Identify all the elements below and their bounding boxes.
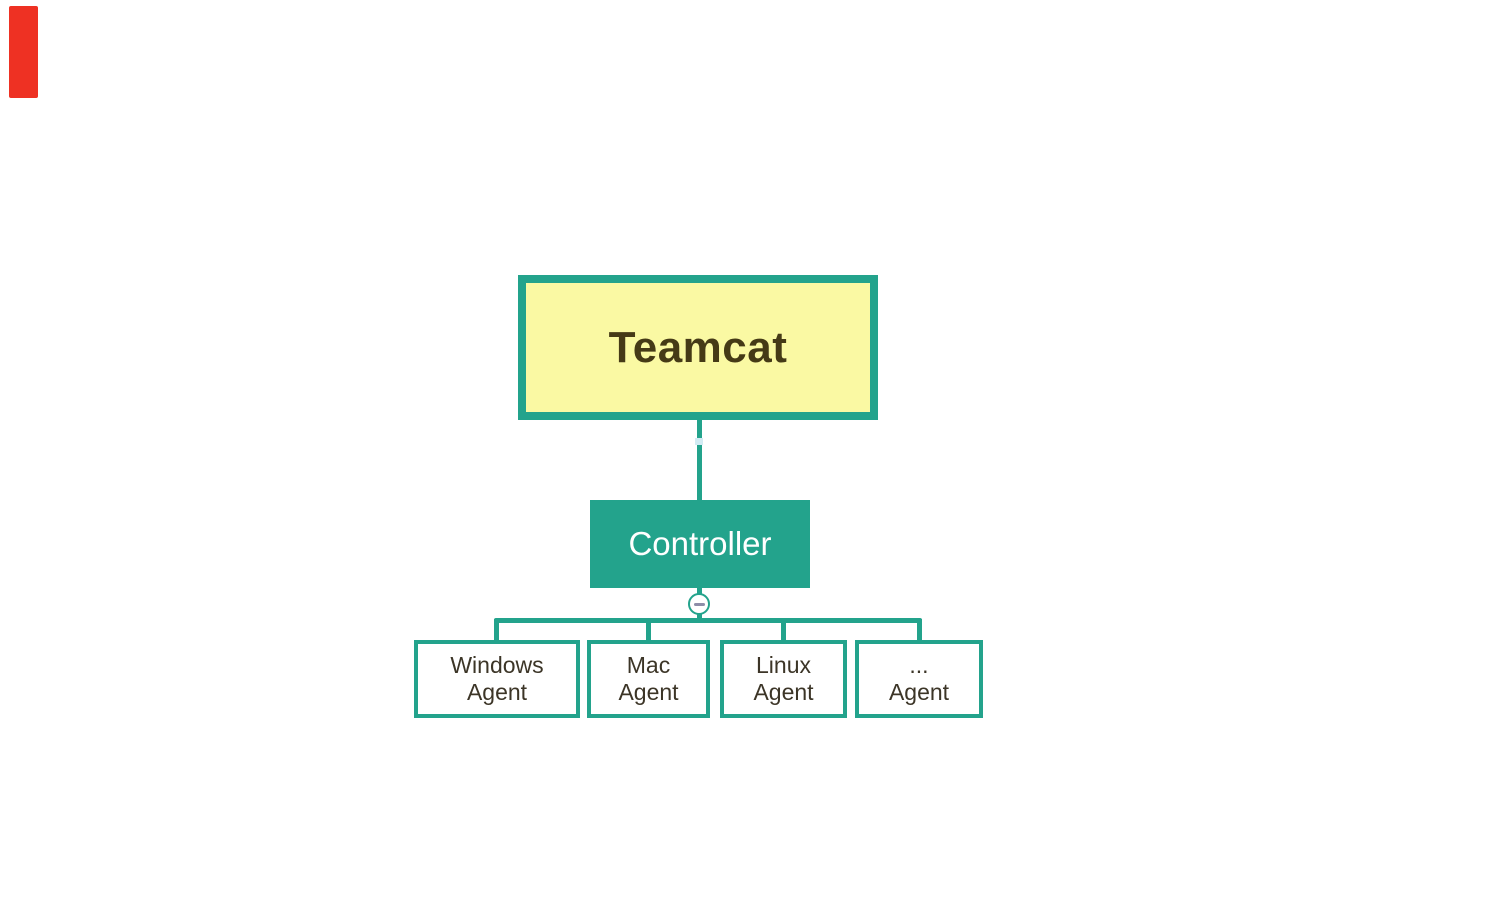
node-windows-agent-label-line1: Windows [450, 652, 544, 678]
edge-drop-other-agent [917, 619, 922, 641]
node-other-agent-label-line1: ... [909, 652, 929, 678]
edge-drop-mac-agent [646, 619, 651, 641]
node-other-agent-label-line2: Agent [888, 679, 950, 705]
collapse-button[interactable] [688, 593, 710, 615]
node-linux-agent[interactable]: Linux Agent [720, 640, 847, 718]
edge-drop-windows-agent [494, 619, 499, 641]
node-windows-agent[interactable]: Windows Agent [414, 640, 580, 718]
node-teamcat[interactable]: Teamcat [518, 275, 878, 420]
node-teamcat-label: Teamcat [608, 322, 788, 372]
edge-drop-linux-agent [781, 619, 786, 641]
node-mac-agent-label-line2: Agent [618, 679, 679, 705]
connection-handle[interactable] [695, 438, 703, 445]
node-linux-agent-label-line2: Agent [753, 679, 814, 705]
red-annotation-marker [9, 6, 38, 98]
node-other-agent[interactable]: ... Agent [855, 640, 983, 718]
node-mac-agent[interactable]: Mac Agent [587, 640, 710, 718]
node-controller-label: Controller [628, 525, 772, 562]
node-linux-agent-label-line1: Linux [756, 652, 811, 678]
edge-root-to-controller [697, 420, 702, 500]
node-mac-agent-label-line1: Mac [626, 652, 671, 678]
node-controller[interactable]: Controller [590, 500, 810, 588]
edge-branch-horizontal [494, 618, 922, 623]
minus-icon [693, 602, 705, 606]
node-windows-agent-label-line2: Agent [466, 679, 528, 705]
